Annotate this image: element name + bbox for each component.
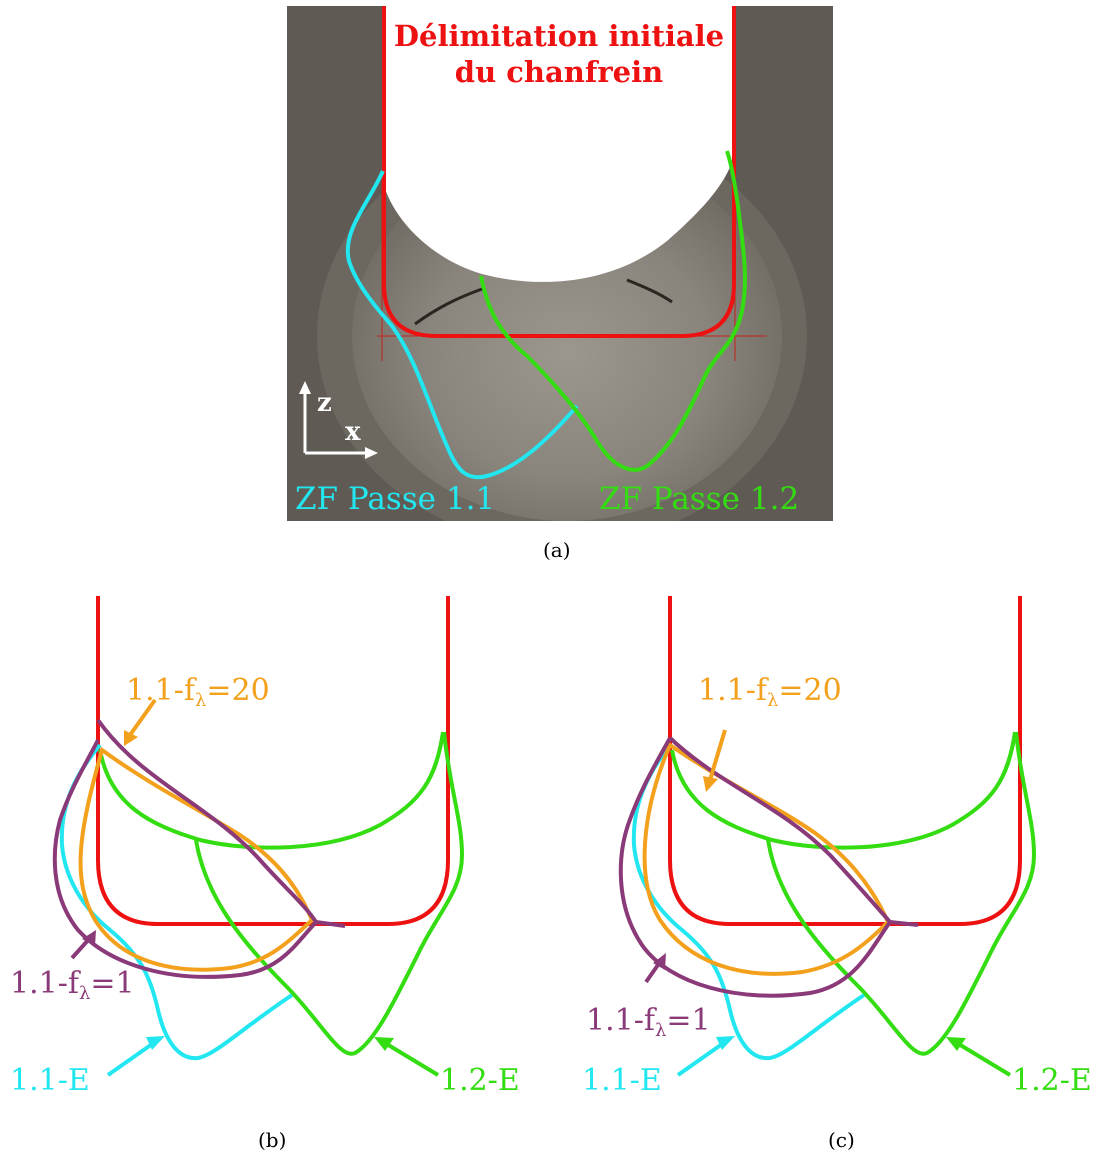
arrow-12E-c <box>946 1037 1012 1077</box>
axis-indicator: z x <box>299 381 378 459</box>
label-11E-b: 1.1-E <box>10 1063 90 1098</box>
initial-chamfer-outline <box>382 6 736 338</box>
fusion-zone-pass-1-2 <box>479 150 747 472</box>
label-f1-b: 1.1-fλ=1 <box>10 966 135 1004</box>
arrow-f20-c <box>703 729 727 792</box>
crack-left <box>414 287 483 326</box>
arrow-f1-b <box>70 930 96 960</box>
pass-1-1-E-c <box>631 743 866 1061</box>
label-f20-c: 1.1-fλ=20 <box>698 673 842 711</box>
arrow-11E-c <box>676 1036 735 1077</box>
pass-1-2-E-upper-c <box>670 731 1017 850</box>
chamfer-outline-b <box>96 596 450 926</box>
pass-1-1-f20-c <box>642 741 891 976</box>
label-f20-b: 1.1-fλ=20 <box>126 673 270 711</box>
pass-1-2-E-upper-b <box>98 731 445 850</box>
fusion-zone-pass-1-1 <box>345 170 579 480</box>
label-f1-c: 1.1-fλ=1 <box>586 1003 711 1041</box>
chamfer-cavity <box>384 6 734 282</box>
simulation-panel-b: 1.1-fλ=20 1.1-fλ=1 1.1-E 1.2-E <box>10 596 520 1098</box>
arrow-f1-c <box>644 953 666 984</box>
arrow-12E-b <box>374 1037 440 1077</box>
pass-1-2-E-lower-c <box>766 731 1037 1056</box>
micrograph-panel: z x Délimitation initiale du chanfrein Z… <box>287 6 833 521</box>
caption-b: (b) <box>258 1128 287 1152</box>
label-12E-c: 1.2-E <box>1012 1063 1092 1098</box>
chamfer-title-line2: du chanfrein <box>455 55 663 89</box>
label-11E-c: 1.1-E <box>582 1063 662 1098</box>
axis-z-label: z <box>317 388 332 418</box>
simulation-panel-c: 1.1-fλ=20 1.1-fλ=1 1.1-E 1.2-E <box>582 596 1092 1098</box>
caption-c: (c) <box>828 1128 855 1152</box>
label-zf-pass-1-1: ZF Passe 1.1 <box>295 481 495 517</box>
chamfer-outline-c <box>668 596 1022 926</box>
axis-x-label: x <box>345 417 361 447</box>
arrow-f20-b <box>124 698 157 746</box>
crack-right <box>626 278 673 304</box>
label-12E-b: 1.2-E <box>440 1063 520 1098</box>
pass-1-2-E-lower-b <box>194 731 465 1056</box>
caption-a: (a) <box>543 538 571 562</box>
arrow-11E-b <box>106 1036 165 1077</box>
label-zf-pass-1-2: ZF Passe 1.2 <box>599 481 799 517</box>
chamfer-title-line1: Délimitation initiale <box>394 19 724 53</box>
